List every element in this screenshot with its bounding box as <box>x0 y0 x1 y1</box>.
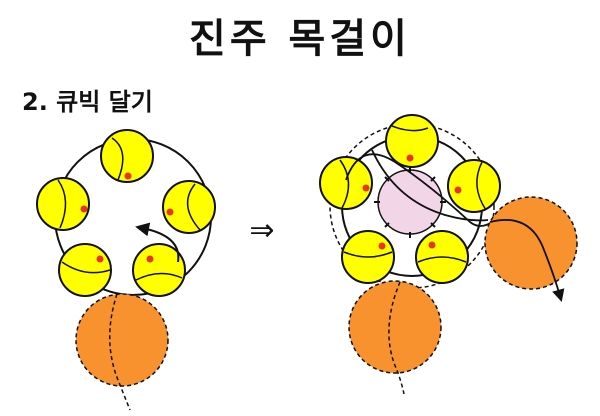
pearl <box>36 177 90 231</box>
pearl <box>58 243 112 297</box>
red-dot <box>378 242 386 250</box>
pearl <box>385 114 439 168</box>
red-dot <box>428 241 436 249</box>
orange-bead <box>75 293 169 387</box>
red-dot <box>454 186 462 194</box>
direction-arrow <box>135 222 180 263</box>
red-dot <box>124 172 132 180</box>
red-dot <box>146 255 154 263</box>
thread-line <box>109 293 131 411</box>
red-dot <box>166 208 174 216</box>
red-dot <box>80 205 88 213</box>
before-figure <box>36 129 216 411</box>
pearl <box>447 159 501 213</box>
pearl <box>341 230 395 284</box>
orange-bead <box>348 280 442 374</box>
transition-arrow: ⇒ <box>249 213 274 248</box>
step-heading: 2. 큐빅 달기 <box>22 88 153 116</box>
thread-line <box>489 219 565 303</box>
orange-bead <box>484 196 578 290</box>
page-title: 진주 목걸이 <box>189 16 411 62</box>
pearl <box>319 156 373 210</box>
pearl <box>162 180 216 234</box>
pearl <box>415 230 469 284</box>
red-dot <box>362 184 370 192</box>
pearl <box>132 243 186 297</box>
red-dot <box>96 255 104 263</box>
after-figure <box>319 114 578 395</box>
thread-line <box>388 281 405 395</box>
red-dot <box>406 154 414 162</box>
pink-cubic <box>374 166 446 238</box>
thread-line <box>371 149 489 222</box>
thread-line <box>345 153 493 227</box>
pearl <box>100 129 154 183</box>
